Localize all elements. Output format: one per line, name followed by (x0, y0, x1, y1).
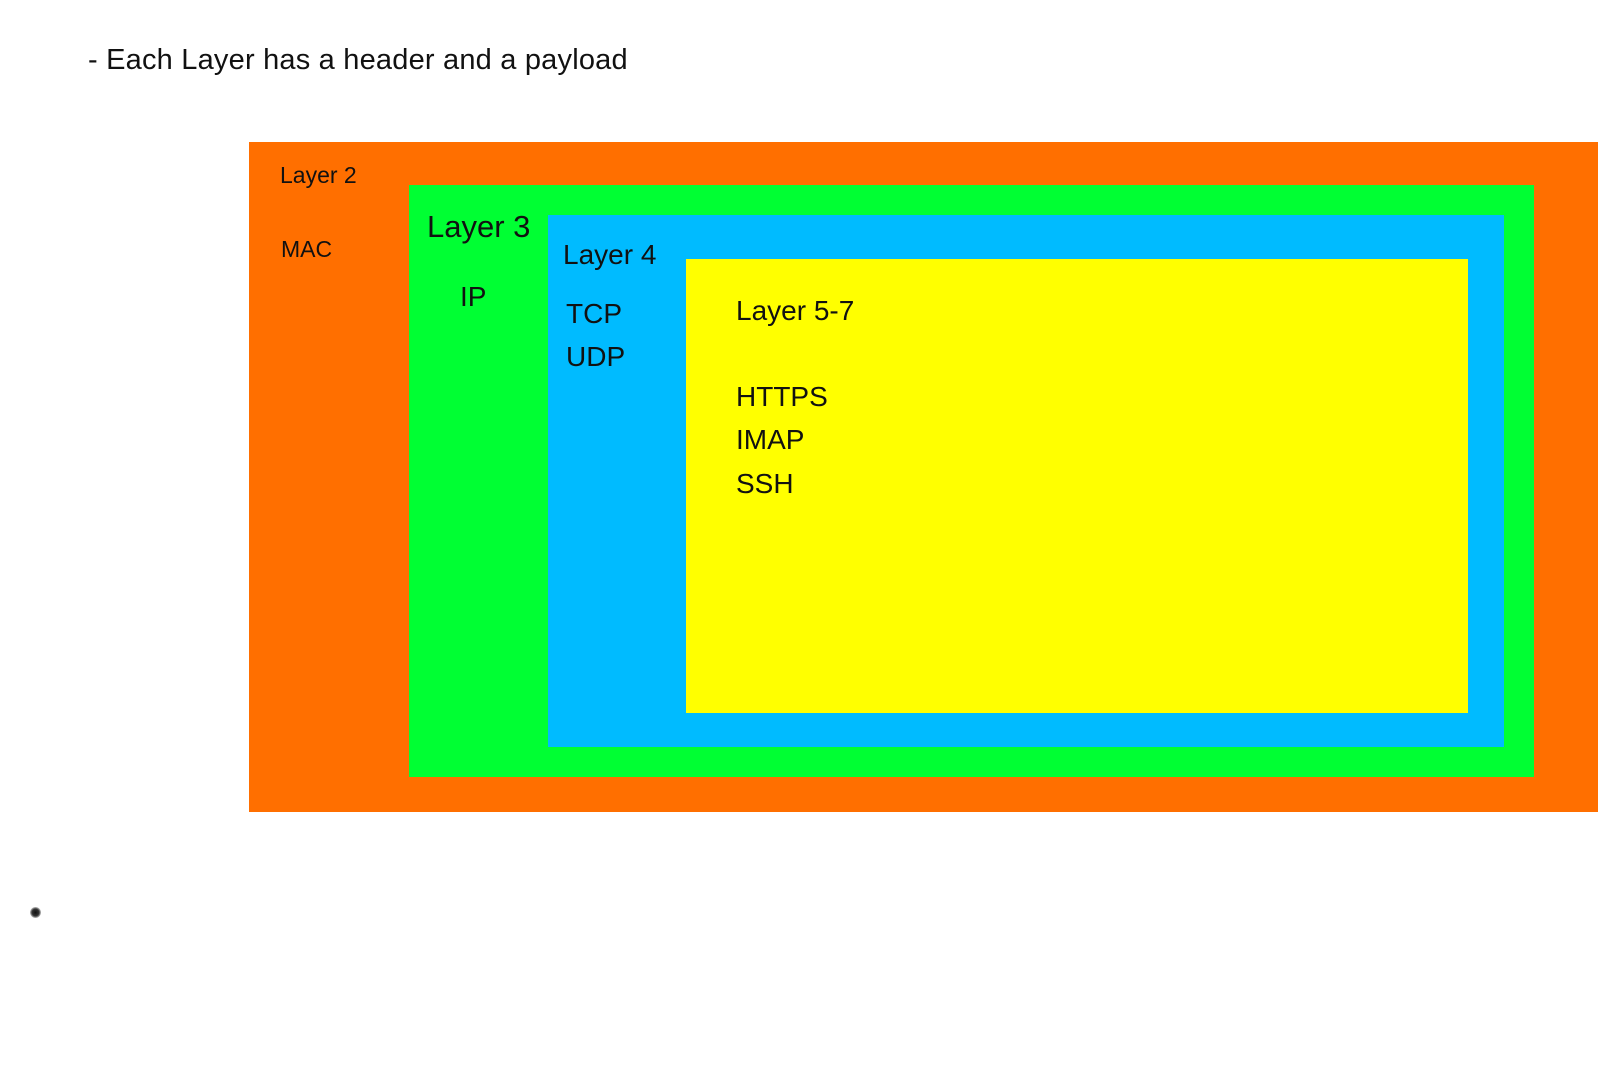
layer-5-7-protocol-https: HTTPS (736, 381, 828, 412)
layer-5-7-protocol-ssh: SSH (736, 468, 794, 499)
layer-4-protocol-udp: UDP (566, 341, 626, 372)
layer-3-title: Layer 3 (427, 209, 531, 244)
layer-5-7-title: Layer 5-7 (736, 295, 855, 326)
layer-4-protocol-tcp: TCP (566, 298, 622, 329)
cursor-dot (30, 907, 41, 918)
layer-4-title: Layer 4 (563, 239, 657, 270)
layer-2-title: Layer 2 (280, 162, 357, 188)
layer-5-7-box (686, 259, 1468, 713)
layer-5-7-protocol-imap: IMAP (736, 424, 805, 455)
layer-2-protocol-mac: MAC (281, 236, 333, 262)
layer-3-protocol-ip: IP (460, 281, 487, 312)
heading-text: - Each Layer has a header and a payload (88, 44, 628, 76)
